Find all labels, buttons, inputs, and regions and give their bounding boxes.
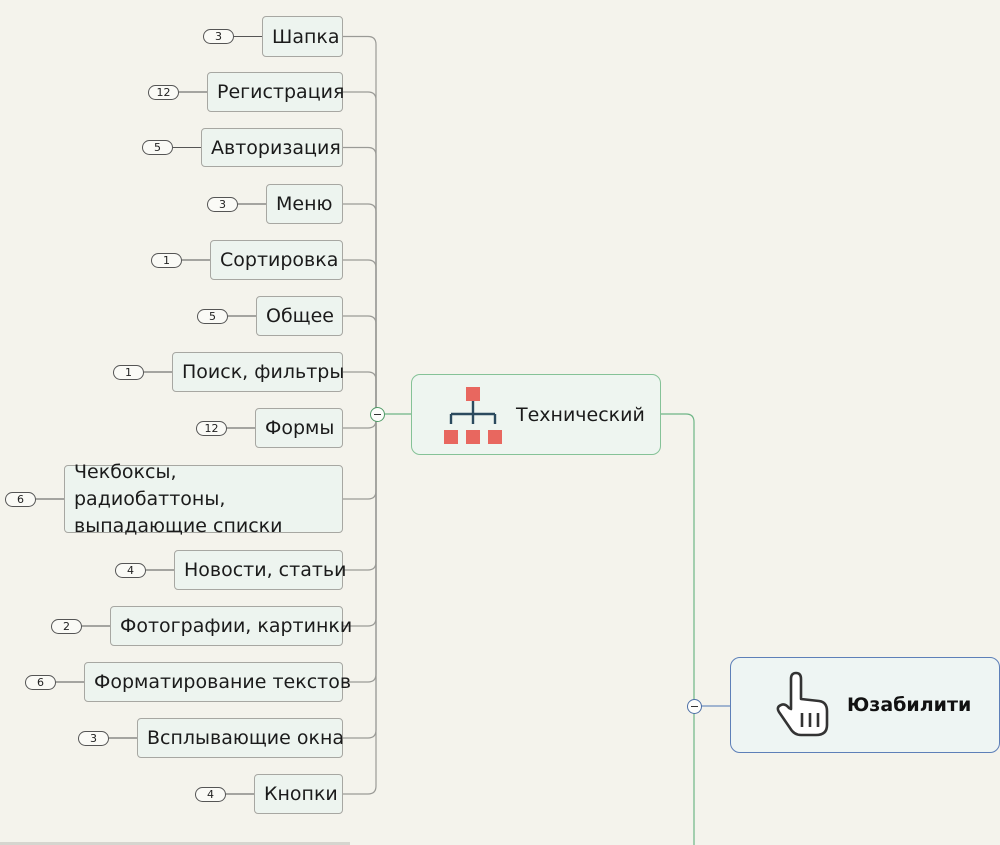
subtopic-node[interactable]: Чекбоксы, радиобаттоны, выпадающие списк… [64,461,343,537]
subtopic-label: Форматирование текстов [94,671,352,693]
subtopic-node[interactable]: Кнопки [254,774,343,814]
subtopic-count-badge[interactable]: 4 [115,562,146,578]
subtopic-count-badge[interactable]: 12 [148,84,179,100]
subtopic-link [343,35,377,414]
scroll-strip [0,842,350,845]
subtopic-node[interactable]: Меню [266,184,343,224]
subtopic-link [343,259,377,414]
subtopic-count-badge[interactable]: 2 [51,618,82,634]
subtopic-link [343,146,377,414]
hierarchy-icon [444,386,502,444]
subtopic-count-badge[interactable]: 6 [25,674,56,690]
subtopic-link [343,414,377,500]
subtopic-label: Формы [265,417,335,439]
subtopic-node[interactable]: Сортировка [210,240,343,280]
subtopic-label: Меню [276,193,333,215]
subtopic-node[interactable]: Шапка [262,16,343,57]
root-topic-label: Юзабилити [847,694,972,716]
subtopic-node[interactable]: Форматирование текстов [84,662,351,702]
subtopic-count-badge[interactable]: 1 [151,252,182,268]
branch-collapse-button[interactable] [370,407,385,422]
subtopic-label: Новости, статьи [184,559,347,581]
subtopic-node[interactable]: Регистрация [207,72,345,112]
root-to-branch-link [661,413,695,455]
subtopic-label: Фотографии, картинки [120,615,353,637]
subtopic-label: Авторизация [211,136,341,159]
subtopic-count-badge[interactable]: 4 [195,786,226,802]
subtopic-label: Чекбоксы, радиобаттоны, выпадающие списк… [74,460,283,537]
subtopic-count-badge[interactable]: 1 [113,364,144,380]
subtopic-count-badge[interactable]: 3 [203,29,234,44]
subtopic-link [343,414,377,571]
root-topic-usability[interactable]: Юзабилити [730,657,1000,753]
subtopic-link [343,371,377,414]
subtopic-count-badge[interactable]: 12 [196,420,227,436]
subtopic-count-badge[interactable]: 5 [197,308,228,324]
subtopic-label: Шапка [272,25,340,48]
subtopic-label: Регистрация [217,81,345,103]
pointing-hand-icon [776,671,829,737]
subtopic-link [343,91,377,414]
subtopic-label: Поиск, фильтры [182,361,345,383]
subtopic-count-badge[interactable]: 3 [207,196,238,212]
subtopic-link [343,414,377,795]
subtopic-count-badge[interactable]: 5 [142,140,173,155]
subtopic-label: Всплывающие окна [147,727,345,749]
subtopic-node[interactable]: Авторизация [201,128,343,167]
subtopic-link [343,315,377,414]
subtopic-link [343,414,377,627]
branch-topic-technical[interactable]: Технический [411,374,661,455]
subtopic-node[interactable]: Новости, статьи [174,550,347,590]
root-collapse-button[interactable] [687,699,702,714]
subtopic-count-badge[interactable]: 6 [5,491,36,507]
subtopic-node[interactable]: Общее [256,296,343,336]
subtopic-label: Сортировка [220,249,339,271]
subtopic-node[interactable]: Поиск, фильтры [172,352,345,392]
subtopic-label: Кнопки [264,783,338,805]
subtopic-link [343,203,377,414]
subtopic-node[interactable]: Фотографии, картинки [110,606,352,646]
subtopic-node[interactable]: Формы [255,408,343,448]
subtopic-node[interactable]: Всплывающие окна [137,718,345,758]
subtopic-label: Общее [266,305,334,327]
subtopic-link [343,414,377,683]
subtopic-count-badge[interactable]: 3 [78,730,109,746]
branch-topic-label: Технический [516,403,645,426]
